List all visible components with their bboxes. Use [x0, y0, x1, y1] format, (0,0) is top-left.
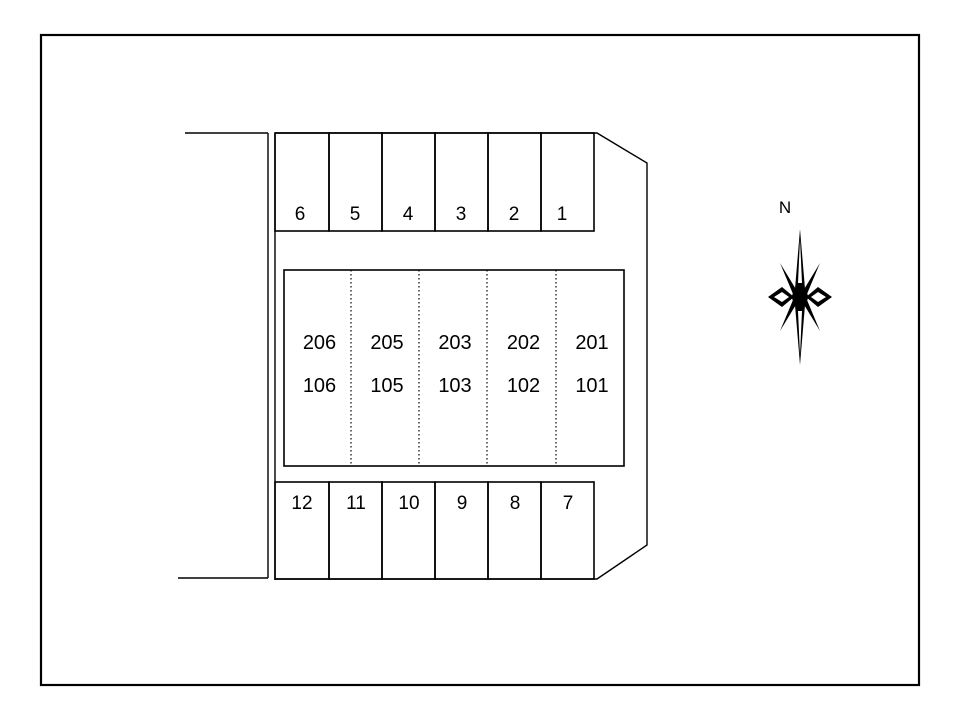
parking-row-bottom: 12 11 10 9 8 7 [274, 481, 595, 580]
unit-number-upper: 203 [438, 332, 471, 354]
parking-space: 1 [540, 132, 595, 232]
unit-number-lower: 103 [438, 375, 471, 397]
parking-space: 8 [487, 481, 542, 580]
parking-space: 4 [381, 132, 436, 232]
building-outline [283, 269, 625, 467]
building-units: 206 106 205 105 203 103 202 102 201 101 [303, 270, 609, 466]
parking-space-number: 8 [510, 493, 521, 514]
parking-space: 11 [328, 481, 383, 580]
parking-space-number: 5 [350, 204, 361, 225]
parking-space-number: 10 [398, 493, 419, 514]
access-road [178, 132, 276, 580]
parking-space-number: 7 [563, 493, 574, 514]
unit-number-upper: 205 [370, 332, 403, 354]
parking-space: 7 [540, 481, 595, 580]
compass-rose-icon: N [768, 198, 832, 365]
unit-number-lower: 105 [370, 375, 403, 397]
building-unit: 203 103 [438, 332, 471, 397]
building-unit: 206 106 [303, 332, 336, 397]
building-unit: 205 105 [370, 332, 403, 397]
unit-number-lower: 106 [303, 375, 336, 397]
parking-space-number: 3 [456, 204, 467, 225]
compass-north-label: N [779, 198, 791, 217]
parking-space-outline [540, 481, 595, 580]
parking-space: 9 [434, 481, 489, 580]
unit-number-upper: 201 [575, 332, 608, 354]
building-unit: 201 101 [575, 332, 608, 397]
parking-space: 2 [487, 132, 542, 232]
parking-space: 3 [434, 132, 489, 232]
parking-space-number: 1 [557, 204, 568, 225]
parking-space-number: 9 [457, 493, 468, 514]
parking-space: 5 [328, 132, 383, 232]
building-unit: 202 102 [507, 332, 540, 397]
parking-space: 6 [274, 132, 330, 232]
parking-space-number: 11 [346, 493, 366, 514]
parking-space-number: 6 [295, 204, 306, 225]
parking-space-outline [540, 132, 595, 232]
parking-space-number: 2 [509, 204, 520, 225]
unit-number-lower: 102 [507, 375, 540, 397]
parking-space-number: 12 [291, 493, 312, 514]
parking-space: 12 [274, 481, 330, 580]
plan-frame [39, 33, 921, 687]
parking-space: 10 [381, 481, 436, 580]
unit-number-upper: 202 [507, 332, 540, 354]
unit-number-upper: 206 [303, 332, 336, 354]
unit-number-lower: 101 [575, 375, 608, 397]
parking-space-number: 4 [403, 204, 414, 225]
parking-row-top: 6 5 4 3 2 1 [274, 132, 595, 232]
